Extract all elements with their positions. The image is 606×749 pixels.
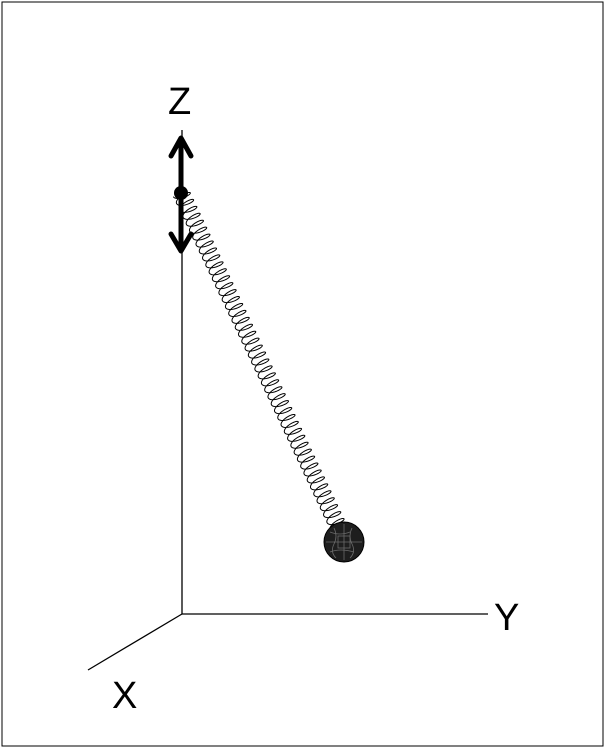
hatched-sphere-icon [323,521,365,563]
spring [172,191,345,530]
y-axis-label: Y [494,597,519,639]
pivot-point [174,186,188,200]
z-axis-label: Z [168,81,191,123]
spring-coil [172,191,345,530]
x-axis [87,613,183,671]
x-axis-label: X [112,675,137,717]
